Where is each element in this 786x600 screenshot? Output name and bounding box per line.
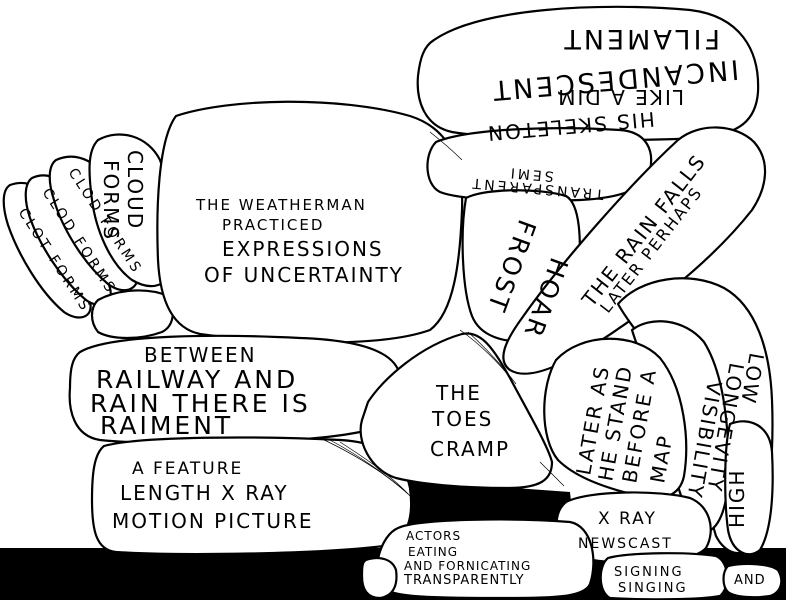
cloud-forms-line2: FORMS: [99, 160, 123, 241]
bottom-left-filler-shape: [360, 557, 398, 600]
semi-line1: SEMI: [507, 164, 554, 184]
later-stand-shape: [543, 337, 688, 500]
railway-line3: RAIN THERE IS: [90, 389, 311, 418]
railway-line4: RAIMENT: [100, 411, 233, 440]
and-label: AND: [734, 573, 766, 588]
railway-line1: BETWEEN: [144, 343, 257, 367]
toes-shape: [359, 332, 554, 490]
weatherman-line1: THE WEATHERMAN: [195, 196, 367, 214]
toes-line1: THE: [435, 381, 482, 405]
actors-line1: ACTORS: [406, 529, 461, 543]
actors-line2: EATING: [408, 545, 458, 559]
feature-line3: MOTION PICTURE: [112, 509, 314, 533]
weatherman-line2: PRACTICED: [222, 216, 324, 234]
feature-line2: LENGTH X RAY: [120, 481, 289, 505]
railway-line2: RAILWAY AND: [96, 365, 298, 394]
actors-line4: TRANSPARENTLY: [403, 573, 525, 588]
hair-lines: [319, 131, 565, 497]
signing-shape: [599, 552, 729, 600]
cloud-forms-line1: CLOUD: [123, 150, 147, 230]
xray-line2: NEWSCAST: [578, 536, 673, 552]
feature-line1: A FEATURE: [132, 459, 243, 479]
filament-line1: FILAMENT: [561, 23, 720, 54]
weatherman-line3: EXPRESSIONS: [222, 237, 384, 261]
high-label: HIGH: [725, 469, 749, 528]
signing-line1: SIGNING: [614, 565, 684, 580]
high-shape: [724, 420, 774, 556]
filament-line3: LIKE A DIM: [556, 85, 684, 109]
toes-line2: TOES: [431, 407, 493, 431]
xray-line1: X RAY: [598, 509, 657, 529]
small-filler-shape: [90, 289, 174, 340]
signing-line2: SINGING: [618, 581, 688, 596]
actors-line3: AND FORNICATING: [404, 559, 531, 573]
weatherman-shape: [156, 100, 464, 344]
toes-line3: CRAMP: [430, 437, 510, 461]
weatherman-line4: OF UNCERTAINTY: [204, 263, 404, 287]
and-shape: [722, 562, 783, 599]
